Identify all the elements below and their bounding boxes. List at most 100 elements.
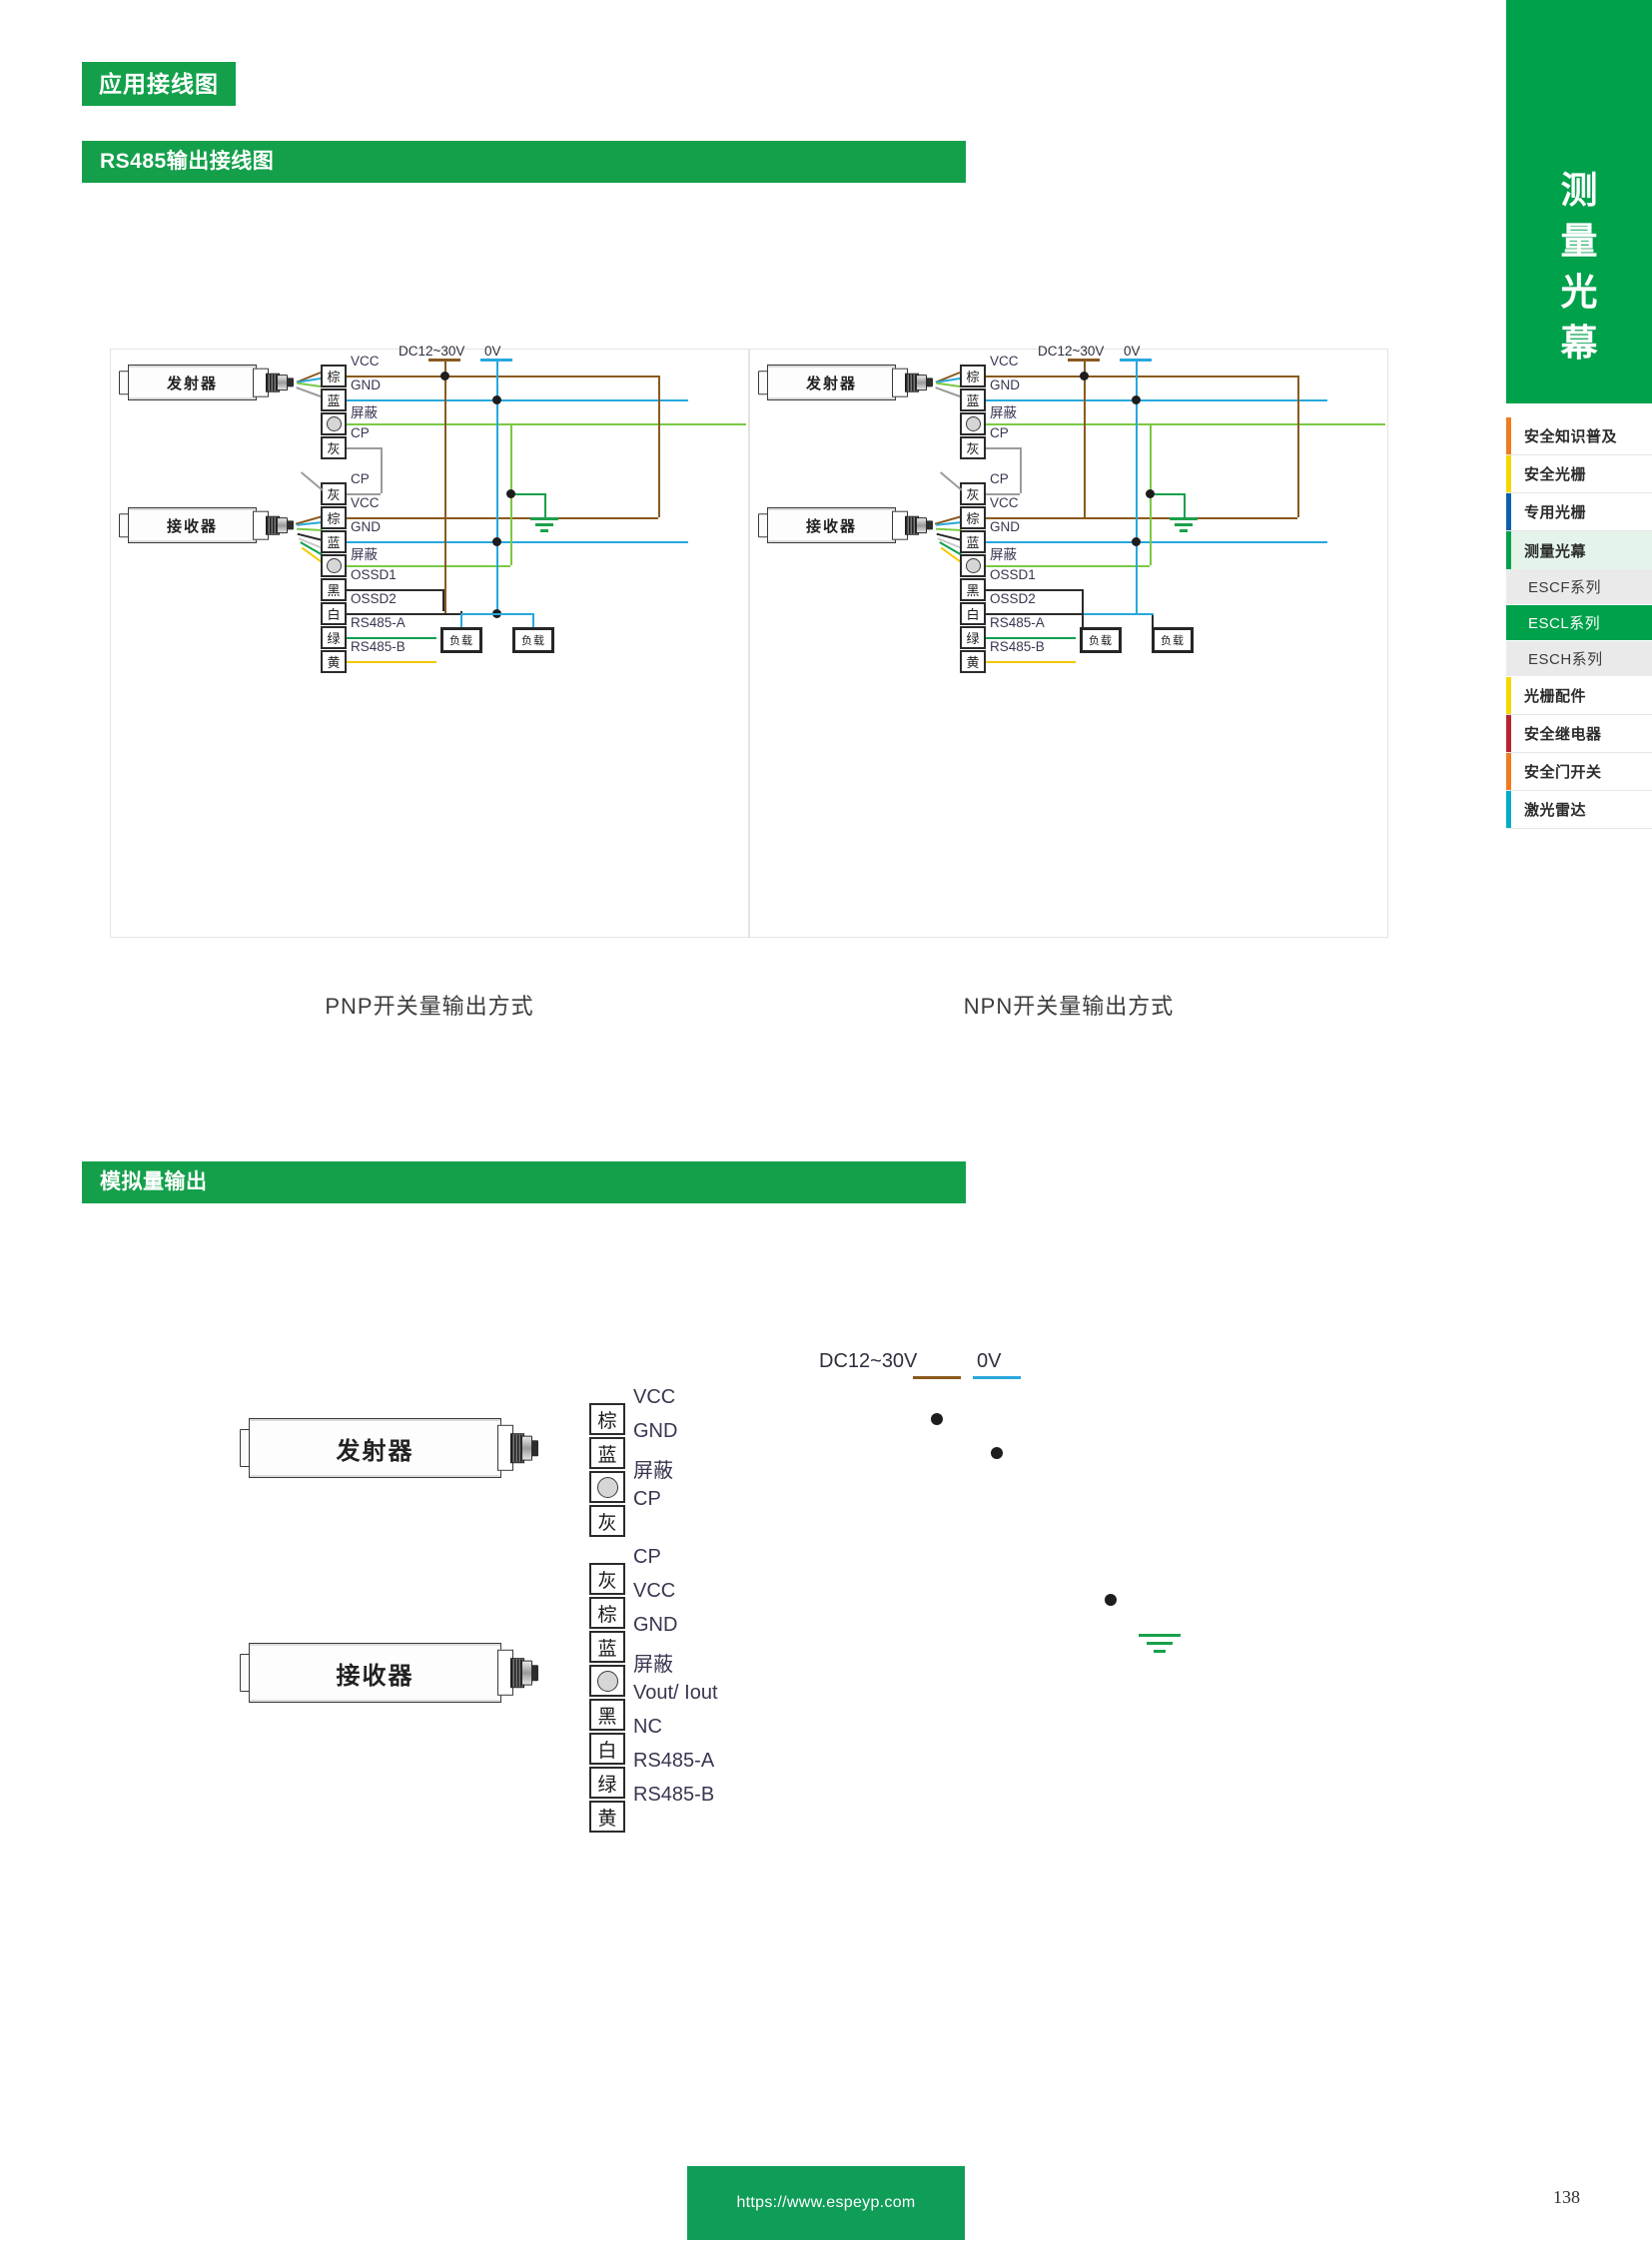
analog-receiver-label: 接收器 (336, 1662, 414, 1690)
accent-bar-icon (1506, 715, 1511, 752)
analog-rx-label-nc: NC (633, 1716, 662, 1738)
tab-char-0: 测 (1560, 170, 1598, 211)
npn-rx-chip-black: 黑 (960, 578, 986, 601)
sidebar-item-laser-radar[interactable]: 激光雷达 (1506, 791, 1652, 829)
load-tie-line (1084, 613, 1154, 615)
npn-rx-chip-green: 绿 (960, 626, 986, 649)
wire-gray-cp-bottom (347, 493, 381, 495)
wire-gray-cp-bottom (986, 493, 1020, 495)
supply-neg-vert (496, 359, 498, 613)
load2-top-drop (532, 613, 534, 627)
pnp-rx-chip-gray: 灰 (321, 482, 347, 505)
analog-transmitter-label: 发射器 (336, 1437, 414, 1465)
wire-gray-rx-diagonal (300, 471, 324, 491)
npn-transmitter-device: 发射器 (758, 365, 934, 400)
npn-rx-chip-white: 白 (960, 602, 986, 625)
analog-rx-chip-green: 绿 (589, 1767, 625, 1799)
sidebar-item-curtain-accessories[interactable]: 光栅配件 (1506, 677, 1652, 715)
sidebar-item-label: ESCF系列 (1528, 579, 1602, 596)
ground-branch (510, 493, 544, 495)
analog-rx-label-shield: 屏蔽 (633, 1654, 673, 1676)
footer-website-url[interactable]: https://www.espeyp.com (687, 2166, 965, 2240)
npn-rx-chip-brown: 棕 (960, 506, 986, 529)
analog-rx-chip-yellow: 黄 (589, 1801, 625, 1833)
sidebar-item-measuring-curtain[interactable]: 测量光幕 (1506, 531, 1652, 569)
wire-brown-vert-link (658, 375, 660, 517)
wire-blue-rx-gnd (986, 541, 1327, 543)
pnp-rx-label-shield: 屏蔽 (351, 547, 378, 562)
sidebar-item-safety-door-switch[interactable]: 安全门开关 (1506, 753, 1652, 791)
wire-blue-gnd (986, 399, 1327, 401)
npn-tx-label-shield: 屏蔽 (990, 405, 1017, 420)
ground-drop (544, 493, 546, 517)
pnp-rx-label-ossd1: OSSD1 (351, 567, 397, 582)
pnp-receiver-label: 接收器 (166, 517, 218, 535)
pnp-rx-label-ossd2: OSSD2 (351, 591, 397, 606)
sidebar-nav: 安全知识普及 安全光栅 专用光栅 测量光幕 ESCF系列 ESCL系列 ESCH… (1506, 417, 1652, 829)
accent-bar-icon (1506, 791, 1511, 828)
pnp-rx-chip-yellow: 黄 (321, 650, 347, 673)
sidebar-item-safety-light-curtain[interactable]: 安全光栅 (1506, 455, 1652, 493)
npn-rx-label-ossd2: OSSD2 (990, 591, 1036, 606)
supply-pos-vert (200, 1890, 1378, 1936)
sidebar-item-escf-series[interactable]: ESCF系列 (1506, 569, 1652, 605)
tab-char-3: 幕 (1560, 323, 1598, 364)
npn-tx-label-vcc: VCC (990, 354, 1019, 369)
npn-supply-positive-label: DC12~30V (1038, 344, 1105, 359)
rs485-section-header: RS485输出接线图 (82, 141, 966, 183)
analog-tx-label-cp: CP (633, 1488, 661, 1510)
npn-tx-chip-blue: 蓝 (960, 388, 986, 411)
junction-dot-shield (1105, 1594, 1117, 1606)
wire-shield-rx-line (986, 565, 1150, 567)
npn-wiring-diagram-panel: 发射器 棕 VCC 蓝 GND 屏蔽 灰 CP 灰 CP 接 (749, 344, 1388, 938)
pnp-tx-label-shield: 屏蔽 (351, 405, 378, 420)
accent-bar-icon (1506, 677, 1511, 714)
sidebar-item-safety-relay[interactable]: 安全继电器 (1506, 715, 1652, 753)
pnp-rx-label-cp: CP (351, 471, 370, 486)
wire-shield-diagonal (297, 381, 322, 387)
analog-tx-chip-gray: 灰 (589, 1505, 625, 1537)
ground-branch (1150, 493, 1184, 495)
sidebar-category-tab: 测 量 光 幕 (1506, 0, 1652, 403)
pnp-rx-chip-brown: 棕 (321, 506, 347, 529)
wire-white-ossd2-drop (1152, 613, 1154, 627)
junction-dot-gnd2 (1132, 537, 1141, 546)
sidebar-item-label: 测量光幕 (1524, 542, 1587, 560)
connector-cable (287, 377, 294, 387)
wire-black-ossd1 (986, 589, 1082, 591)
sidebar-item-esch-series[interactable]: ESCH系列 (1506, 641, 1652, 677)
sidebar-item-special-light-curtain[interactable]: 专用光栅 (1506, 493, 1652, 531)
wire-gray-diagonal (935, 386, 961, 397)
load1-bottom (460, 611, 462, 613)
wire-shield-rx-diagonal (296, 527, 324, 531)
analog-tx-chip-brown: 棕 (589, 1403, 625, 1435)
ground-drop (200, 1857, 1378, 1890)
sidebar-item-safety-knowledge[interactable]: 安全知识普及 (1506, 417, 1652, 455)
analog-rx-chip-white: 白 (589, 1733, 625, 1765)
sidebar-item-label: 安全门开关 (1524, 764, 1602, 781)
connector-cable (287, 520, 294, 530)
pnp-tx-chip-gray: 灰 (321, 436, 347, 459)
pnp-load-box-1: 负载 (440, 627, 482, 653)
load-tie-line (460, 613, 532, 615)
wire-green-rs485a (347, 637, 436, 639)
device-body: 发射器 (767, 365, 896, 400)
pnp-receiver-device: 接收器 (119, 507, 295, 543)
accent-bar-icon (1506, 455, 1511, 492)
analog-rx-chip-blue: 蓝 (589, 1631, 625, 1663)
wire-blue-gnd (347, 399, 688, 401)
sidebar-item-escl-series[interactable]: ESCL系列 (1506, 605, 1652, 641)
wire-gray-cp-vert (1020, 447, 1022, 493)
wire-white-ossd2 (347, 613, 496, 615)
analog-tx-label-gnd: GND (633, 1420, 678, 1442)
wire-shield-rx-diagonal (935, 527, 963, 531)
wire-gray-cp-top (347, 447, 381, 449)
tab-char-1: 量 (1560, 221, 1598, 262)
sidebar-item-label: 激光雷达 (1524, 802, 1587, 819)
npn-rx-chip-gray: 灰 (960, 482, 986, 505)
sidebar-item-label: 光栅配件 (1524, 688, 1587, 705)
connector-cable (531, 1440, 538, 1456)
tab-char-2: 光 (1560, 272, 1598, 313)
analog-receiver-device: 接收器 (240, 1643, 539, 1703)
